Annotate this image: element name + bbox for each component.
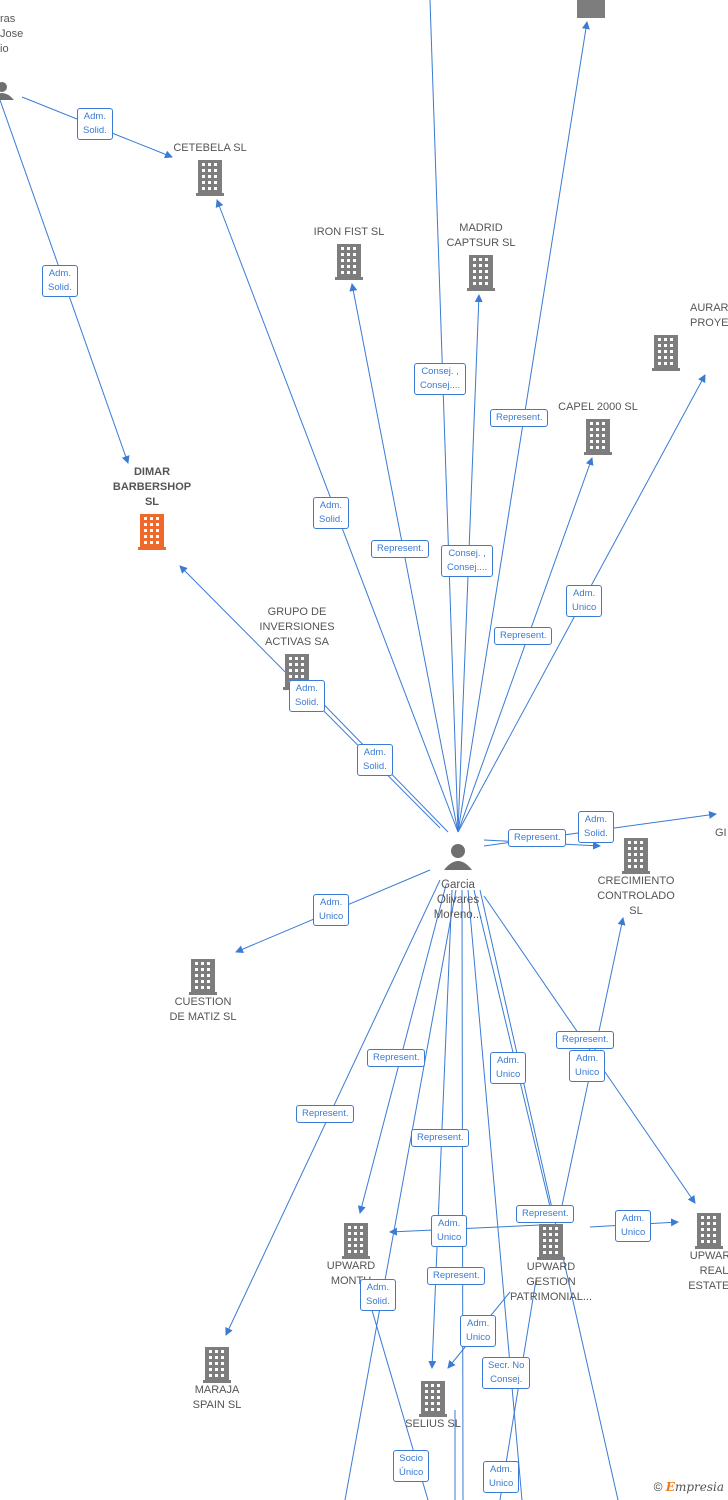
- company-madrid-captsur[interactable]: MADRID CAPTSUR SL: [421, 221, 541, 291]
- edge-label[interactable]: Represent.: [494, 627, 553, 645]
- building-icon-top[interactable]: [577, 0, 605, 18]
- building-icon: [342, 1223, 370, 1259]
- company-label: IRON FIST SL: [313, 226, 385, 238]
- edge-label[interactable]: Represent.: [427, 1267, 486, 1285]
- company-label: CAPEL 2000 SL: [558, 401, 638, 413]
- building-icon: [335, 244, 363, 280]
- edge-label[interactable]: Represent.: [411, 1129, 470, 1147]
- company-cuestion-de-matiz[interactable]: CUESTION DE MATIZ SL: [143, 955, 263, 1025]
- company-label: MADRID CAPTSUR SL: [446, 222, 516, 249]
- company-crecimiento-controlado[interactable]: CRECIMIENTO CONTROLADO SL: [576, 834, 696, 919]
- edge-label[interactable]: Consej. , Consej....: [441, 545, 494, 577]
- building-icon: [189, 959, 217, 995]
- company-upward-real-estate[interactable]: UPWARD REAL ESTATE S: [649, 1209, 728, 1294]
- company-label: DIMAR BARBERSHOP SL: [112, 466, 192, 508]
- building-icon: [652, 335, 680, 371]
- edge-label[interactable]: Represent.: [371, 540, 430, 558]
- company-gi-label: GI: [715, 827, 727, 839]
- company-capel-2000[interactable]: CAPEL 2000 SL: [538, 400, 658, 455]
- edge-line: [429, 0, 459, 833]
- company-aurar[interactable]: AURAR PROYECTO: [652, 301, 728, 371]
- company-label: CETEBELA SL: [173, 142, 247, 154]
- edge-label[interactable]: Adm. Unico: [313, 894, 350, 926]
- company-upward-montu[interactable]: UPWARD MONTU: [296, 1219, 416, 1289]
- company-selius[interactable]: SELIUS SL: [373, 1377, 493, 1432]
- edge-label[interactable]: Represent.: [296, 1105, 355, 1123]
- edge-label[interactable]: Adm. Solid.: [77, 108, 113, 140]
- edge-label[interactable]: Consej. , Consej....: [414, 363, 467, 395]
- edge-label[interactable]: Adm. Unico: [566, 585, 603, 617]
- company-label: MARAJA SPAIN SL: [192, 1384, 242, 1411]
- edge-line: [479, 889, 619, 1500]
- edge-line: [344, 889, 457, 1500]
- building-icon: [419, 1381, 447, 1417]
- building-icon: [537, 1224, 565, 1260]
- edge-label[interactable]: Adm. Unico: [615, 1210, 652, 1242]
- brand-logo: Empresia: [665, 1480, 724, 1494]
- company-grupo-inversiones[interactable]: GRUPO DE INVERSIONES ACTIVAS SA: [237, 605, 357, 690]
- company-label: UPWARD MONTU: [326, 1260, 376, 1287]
- edge-label[interactable]: Adm. Solid.: [578, 811, 614, 843]
- center-person-name[interactable]: Garcia Olivares Moreno...: [433, 879, 483, 921]
- edge-label[interactable]: Represent.: [367, 1049, 426, 1067]
- person-icon-center[interactable]: [444, 844, 472, 870]
- edge-line: [457, 21, 590, 833]
- person-icon-top-left[interactable]: [0, 82, 14, 100]
- edge-label[interactable]: Represent.: [556, 1031, 615, 1049]
- copyright-symbol: ©: [653, 1480, 663, 1494]
- building-icon-highlighted: [138, 514, 166, 550]
- edge-label[interactable]: Adm. Solid.: [360, 1279, 396, 1311]
- edge-label[interactable]: Adm. Solid.: [313, 497, 349, 529]
- company-label: AURAR PROYECTO: [690, 302, 728, 329]
- edge-label[interactable]: Adm. Unico: [569, 1050, 606, 1082]
- company-cetebela[interactable]: CETEBELA SL: [150, 141, 270, 196]
- building-icon: [467, 255, 495, 291]
- company-upward-gestion[interactable]: UPWARD GESTION PATRIMONIAL...: [491, 1220, 611, 1305]
- company-label: GRUPO DE INVERSIONES ACTIVAS SA: [259, 606, 335, 648]
- company-dimar-barbershop[interactable]: DIMAR BARBERSHOP SL: [92, 465, 212, 550]
- edge-line: [467, 889, 523, 1500]
- company-label: SELIUS SL: [405, 1418, 461, 1430]
- company-label: CRECIMIENTO CONTROLADO SL: [597, 875, 675, 917]
- copyright-notice[interactable]: © Empresia: [654, 1480, 724, 1494]
- edge-line: [349, 283, 459, 833]
- edge-label[interactable]: Adm. Unico: [483, 1461, 520, 1493]
- building-icon: [584, 419, 612, 455]
- edge-line: [461, 889, 464, 1500]
- company-iron-fist[interactable]: IRON FIST SL: [289, 225, 409, 280]
- edge-label[interactable]: Socio Único: [393, 1450, 430, 1482]
- company-maraja-spain[interactable]: MARAJA SPAIN SL: [157, 1343, 277, 1413]
- edge-label[interactable]: Adm. Unico: [431, 1215, 468, 1247]
- company-label: UPWARD GESTION PATRIMONIAL...: [509, 1261, 593, 1303]
- edge-label[interactable]: Adm. Solid.: [357, 744, 393, 776]
- company-label: UPWARD REAL ESTATE S: [688, 1250, 728, 1292]
- edge-label[interactable]: Represent.: [508, 829, 567, 847]
- building-icon: [196, 160, 224, 196]
- edge-label[interactable]: Represent.: [490, 409, 549, 427]
- edge-label[interactable]: Represent.: [516, 1205, 575, 1223]
- edge-label[interactable]: Adm. Solid.: [42, 265, 78, 297]
- top-left-person-label: ras Jose io: [0, 13, 24, 55]
- edge-label[interactable]: Secr. No Consej.: [482, 1357, 531, 1389]
- building-icon: [622, 838, 650, 874]
- edge-label[interactable]: Adm. Unico: [490, 1052, 527, 1084]
- edge-line: [483, 895, 696, 1204]
- building-icon: [203, 1347, 231, 1383]
- edge-label[interactable]: Adm. Solid.: [289, 680, 325, 712]
- building-icon: [695, 1213, 723, 1249]
- edge-line: [457, 457, 594, 833]
- company-label: CUESTION DE MATIZ SL: [169, 996, 237, 1023]
- edge-label[interactable]: Adm. Unico: [460, 1315, 497, 1347]
